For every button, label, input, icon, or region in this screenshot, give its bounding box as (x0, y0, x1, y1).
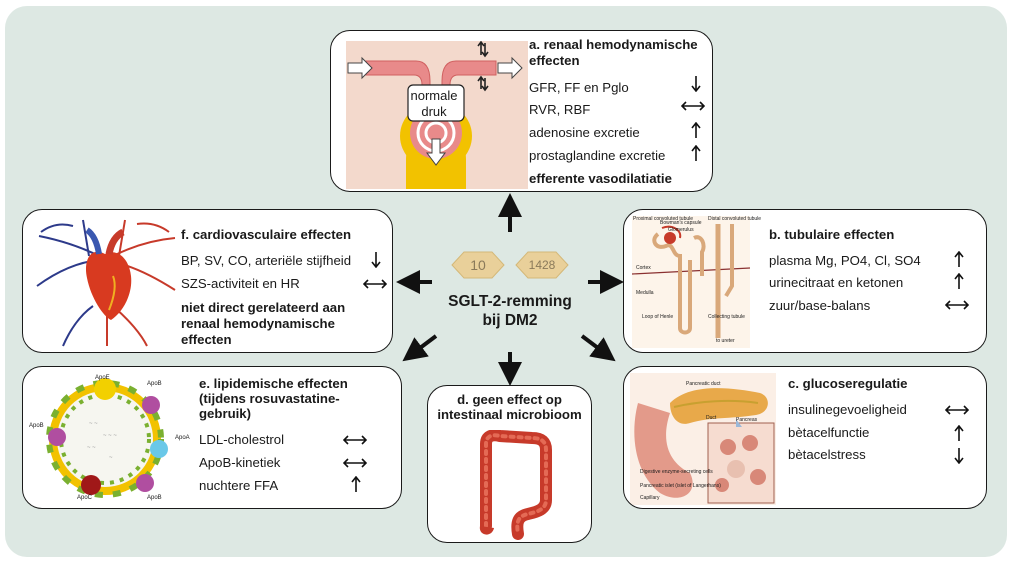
tubule-label-glomerulus: Glomerulus (668, 227, 694, 233)
pancreas-label-duct: Pancreatic duct (686, 381, 721, 387)
center-title-line2: bij DM2 (482, 312, 538, 329)
box-a-item-3: prostaglandine excretie (529, 148, 666, 163)
arrow-both-icon (343, 435, 367, 445)
box-d-title-line1: d. geen effect op (457, 392, 562, 407)
box-c-item-2: bètacelstress (788, 447, 866, 462)
tubule-label-medulla: Medulla (636, 290, 654, 296)
box-b-item-2: zuur/base-balans (769, 298, 871, 313)
arrow-both-icon (343, 458, 367, 468)
apo-label-e: ApoE (95, 375, 110, 381)
pancreas-label-pancreas: Pancreas (736, 417, 758, 423)
box-e-title-line1: e. lipidemische effecten (199, 376, 348, 391)
box-e-item-0: LDL-cholestrol (199, 432, 285, 447)
box-c-item-0: insulinegevoeligheid (788, 402, 907, 417)
tubule-label-bowman: Bowman's capsule (660, 220, 702, 226)
box-e-lipidemic: ~ ~ ~ ~ ~ ~ ~ ~ ApoE ApoB ApoB ApoA ApoC Ap… (22, 366, 402, 509)
svg-text:~ ~: ~ ~ (89, 421, 98, 427)
center-title: SGLT-2-remming bij DM2 (440, 292, 580, 330)
box-f-item-0: BP, SV, CO, arteriële stijfheid (181, 253, 352, 268)
arrow-up-icon (954, 425, 964, 441)
box-a-title-line1: a. renaal hemodynamische (529, 37, 698, 52)
arrow-up-icon (691, 122, 701, 138)
box-e-item-2: nuchtere FFA (199, 478, 279, 493)
nephron-pressure-illustration (346, 41, 528, 189)
box-a-item-2: adenosine excretie (529, 125, 640, 140)
arrow-both-icon (363, 279, 387, 289)
box-f-footer-line1: niet direct gerelateerd aan (181, 300, 346, 315)
pancreas-label-capillary: Capillary (640, 495, 660, 501)
arrow-down-icon (371, 252, 381, 268)
apo-label-c: ApoC (77, 495, 93, 501)
apo-label-b3: ApoB (147, 495, 162, 501)
box-b-item-0: plasma Mg, PO4, Cl, SO4 (769, 253, 921, 268)
box-a-renal-hemodynamic: normale druk a. renaal hemodynamische ef… (330, 30, 713, 192)
box-e-title-line2: (tijdens rosuvastatine- (199, 391, 340, 406)
pancreas-label-duct2: Duct (706, 415, 717, 421)
arrow-both-icon (945, 405, 969, 415)
apo-label-a: ApoA (175, 435, 190, 441)
box-f-footer-line2: renaal hemodynamische (181, 316, 335, 331)
arrow-both-icon (681, 101, 705, 111)
lipoprotein-illustration: ~ ~ ~ ~ ~ ~ ~ ~ (46, 378, 168, 498)
box-b-item-1: urinecitraat en ketonen (769, 275, 904, 290)
box-f-item-1: SZS-activiteit en HR (181, 276, 300, 291)
box-a-item-0: GFR, FF en Pglo (529, 80, 629, 95)
box-b-title: b. tubulaire effecten (769, 227, 895, 242)
svg-text:~: ~ (109, 455, 113, 461)
arrow-up-icon (351, 476, 361, 492)
box-f-cardiovascular: f. cardiovasculaire effecten BP, SV, CO,… (22, 209, 393, 353)
arrow-up-icon (691, 145, 701, 161)
box-e-item-1: ApoB-kinetiek (199, 455, 281, 470)
tablet-1428-label: 1428 (528, 258, 556, 272)
box-a-item-1: RVR, RBF (529, 102, 591, 117)
tubule-label-cortex: Cortex (636, 265, 651, 271)
apo-label-b2: ApoB (29, 423, 44, 429)
heart-vessels-illustration (36, 219, 176, 347)
box-e-title-line3: gebruik) (199, 406, 252, 421)
arrow-up-icon (954, 273, 964, 289)
box-c-glucose: Pancreatic duct Duct Pancreas Digestive … (623, 366, 987, 509)
box-c-item-1: bètacelfunctie (788, 425, 870, 440)
arrow-up-icon (954, 251, 964, 267)
apo-label-b1: ApoB (147, 381, 162, 387)
box-f-title: f. cardiovasculaire effecten (181, 227, 352, 242)
box-c-title: c. glucoseregulatie (788, 376, 908, 391)
pancreas-label-islet: Pancreatic islet (islet of Langerhans) (640, 483, 721, 489)
tablet-10-icon (451, 251, 505, 279)
pancreas-label-enzyme: Digestive enzyme-secreting cells (640, 469, 713, 475)
svg-text:~ ~: ~ ~ (87, 445, 96, 451)
box-f-footer-line3: effecten (181, 332, 232, 347)
arrow-down-icon (691, 76, 701, 92)
box-a-footer: efferente vasodilatiatie (529, 171, 672, 186)
tubule-label-pct: Proximal convoluted tubule (633, 216, 694, 222)
tubule-label-ureter: to ureter (716, 338, 735, 344)
tablet-10-label: 10 (470, 257, 486, 273)
pancreas-illustration (630, 373, 776, 505)
arrow-down-icon (954, 448, 964, 464)
center-title-line1: SGLT-2-remming (448, 293, 572, 310)
tablet-1428-icon (515, 251, 569, 279)
box-b-tubular: Proximal convoluted tubule Bowman's caps… (623, 209, 987, 353)
arrow-both-icon (945, 300, 969, 310)
pressure-label-line1: normale (410, 88, 458, 103)
colon-illustration (479, 430, 552, 540)
tubule-label-henle: Loop of Henle (642, 314, 674, 320)
box-a-title-line2: effecten (529, 53, 580, 68)
box-d-title-line2: intestinaal microbioom (437, 407, 582, 422)
tubule-label-collecting: Collecting tubule (708, 314, 745, 320)
tubule-label-dct: Distal convoluted tubule (708, 216, 762, 222)
pressure-label-line2: druk (421, 104, 447, 119)
nephron-tubule-illustration (632, 216, 750, 348)
svg-text:~ ~ ~: ~ ~ ~ (103, 433, 117, 439)
